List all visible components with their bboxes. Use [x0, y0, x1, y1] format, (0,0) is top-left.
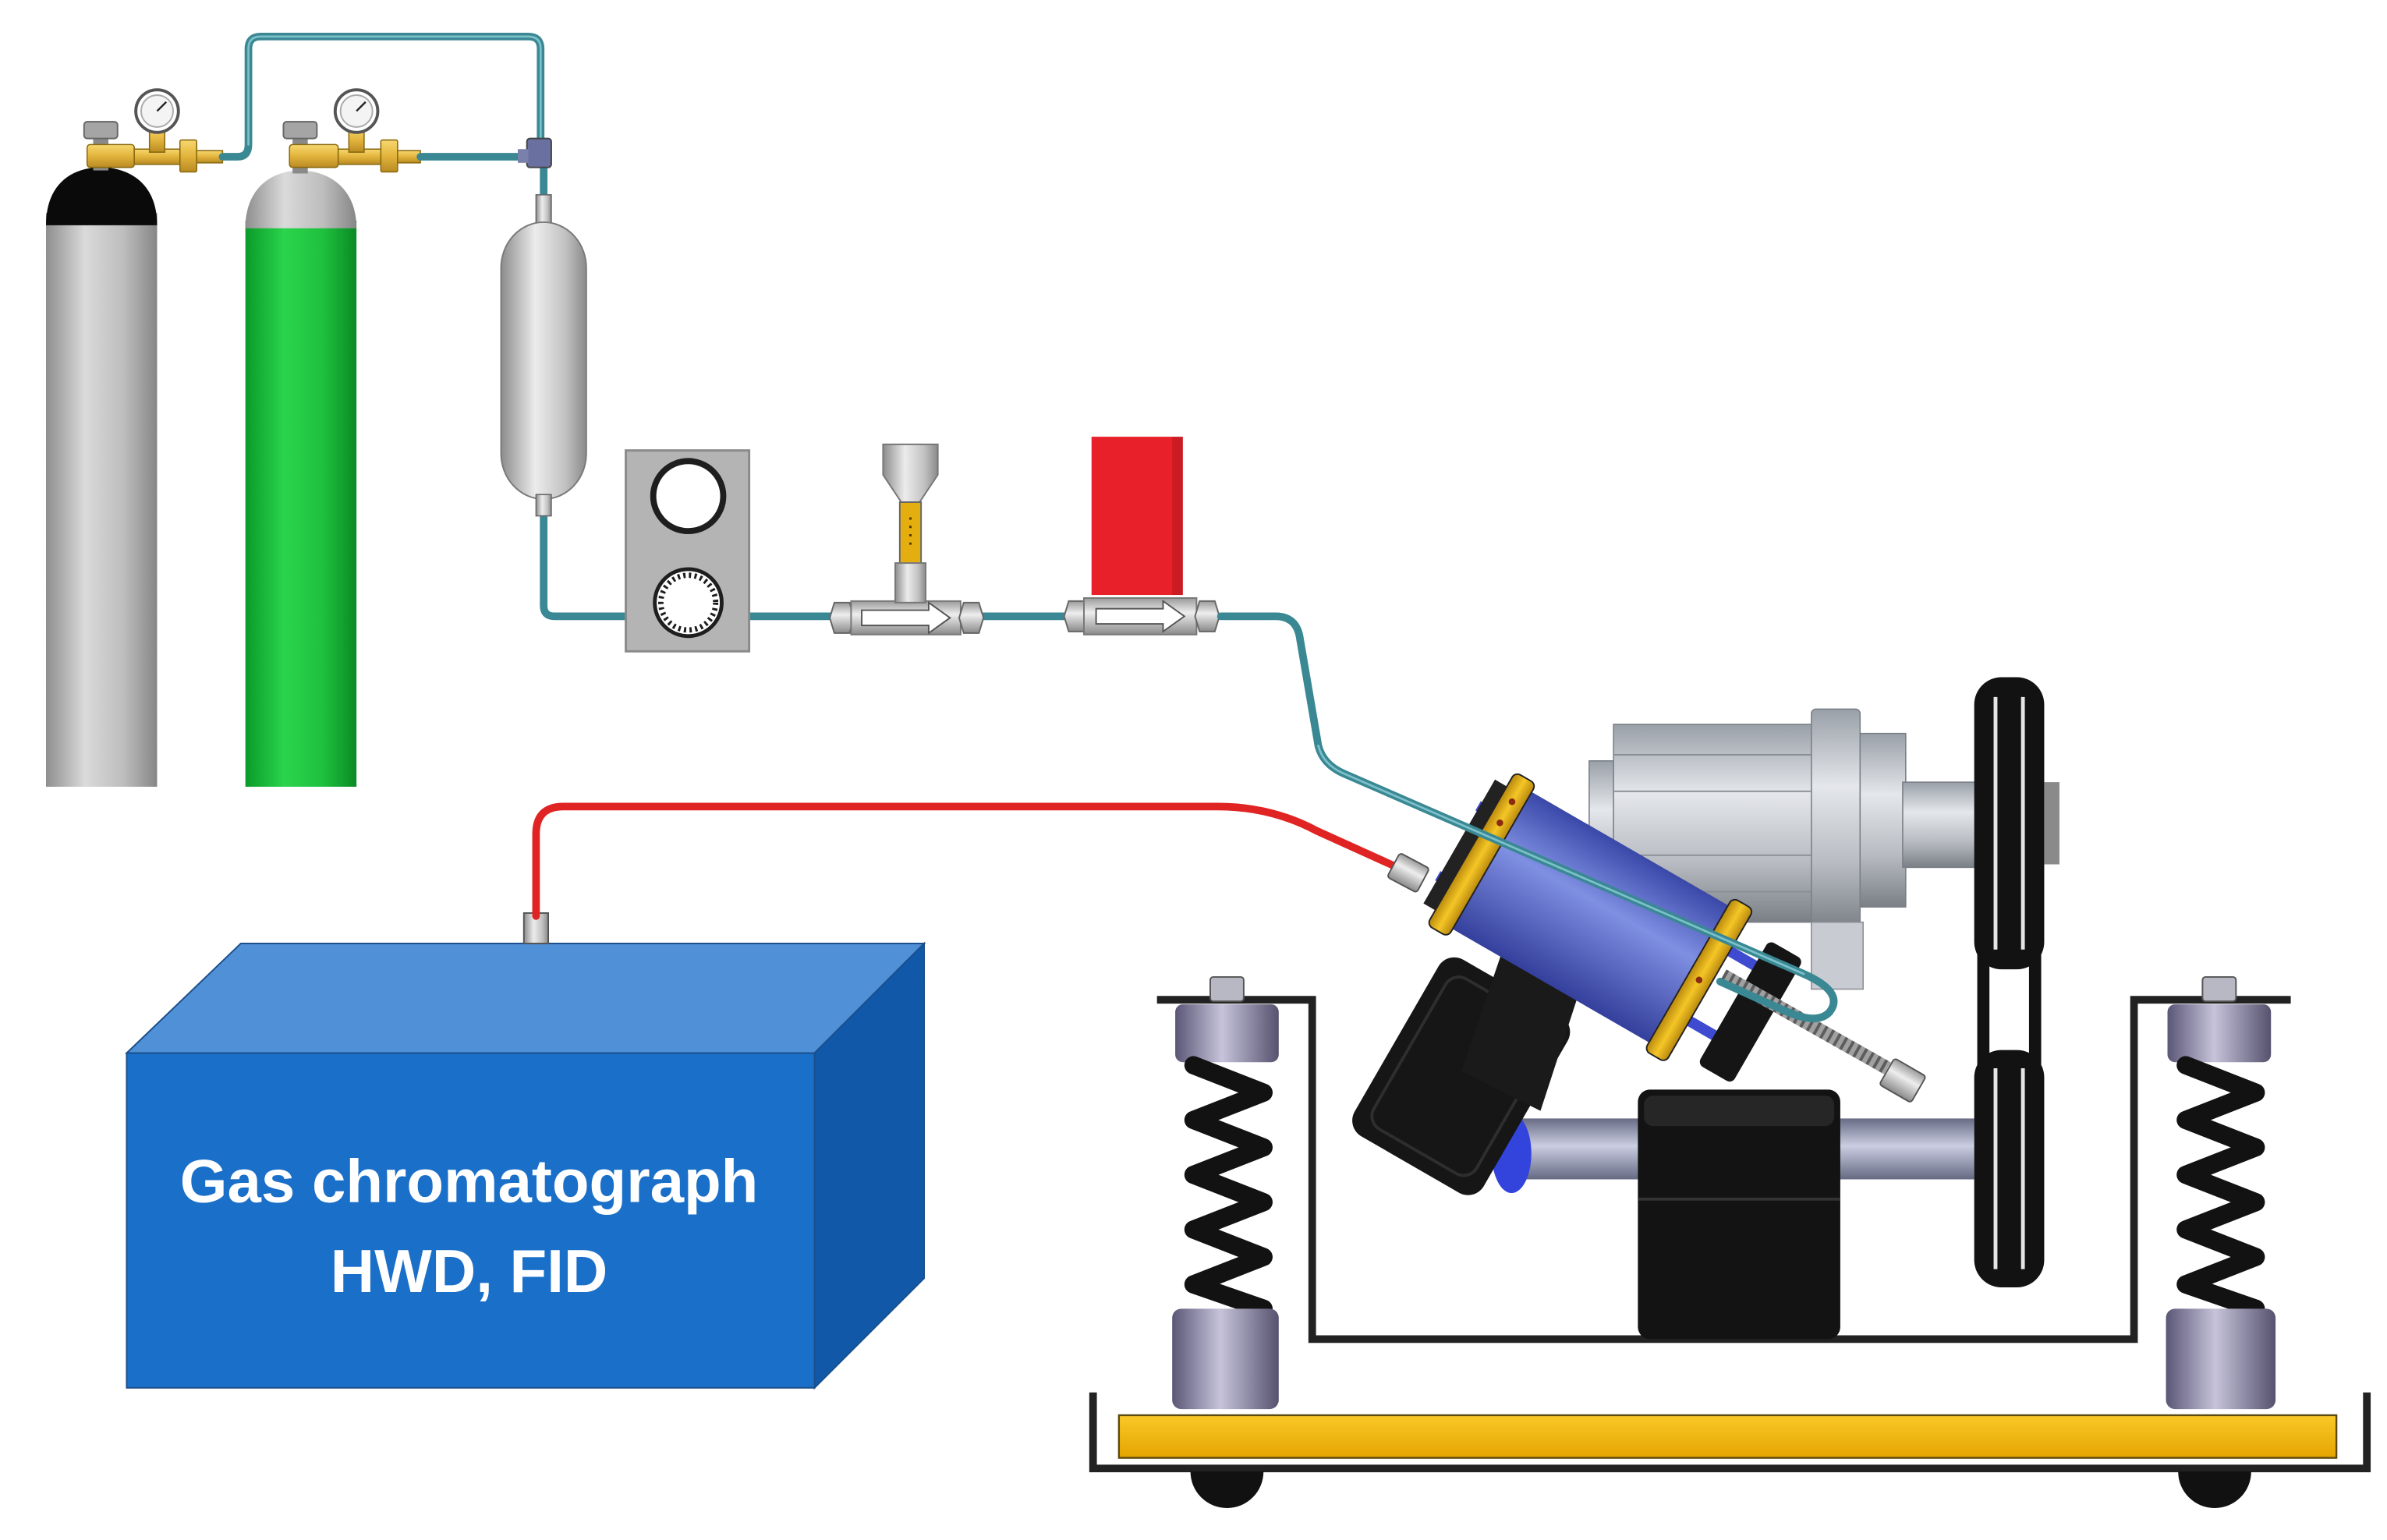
- electric-motor: [1588, 708, 1980, 990]
- mill-base: [1089, 1392, 2371, 1509]
- check-valve-2: [1063, 597, 1220, 635]
- reactor-plate: [1699, 942, 1801, 1082]
- mass-flow-controller: [1091, 437, 1183, 596]
- cylinder-1-pressure-gauge: [134, 88, 180, 134]
- panel-gauge-top: [650, 458, 727, 535]
- gas-cylinder-2: [245, 88, 421, 787]
- gc-top-face: [125, 943, 926, 1054]
- cylinder-1-body: [46, 213, 158, 787]
- tank-outlet-fitting: [535, 494, 552, 517]
- tank-inlet-fitting: [535, 194, 552, 226]
- check-valve-1: [829, 600, 985, 635]
- spring-cap-bottom: [1172, 1308, 1279, 1410]
- base-tray: [1089, 1392, 2371, 1473]
- reactor-end-cap: [1423, 779, 1507, 911]
- panel-gauge-bottom: [653, 567, 724, 639]
- spring-cap-bottom: [2166, 1308, 2276, 1410]
- gc-label-detectors: HWD, FID: [331, 1237, 607, 1305]
- gas-chromatograph: Gas chromatograph HWD, FID: [125, 941, 926, 1390]
- spring-cap-top: [2167, 1004, 2272, 1063]
- threaded-rod-nut: [1879, 1058, 1926, 1103]
- gas-line-cylinder-1: [218, 32, 545, 161]
- base-bar: [1117, 1414, 2338, 1459]
- belt-drive: [1974, 677, 2059, 1288]
- gc-front-face: [126, 1052, 816, 1389]
- wheel-left: [1190, 1471, 1264, 1509]
- motor-pulley: [1974, 677, 2059, 970]
- wheel-right: [2178, 1471, 2251, 1509]
- spring-coil: [1184, 1056, 1273, 1319]
- spring-mount-left: [1172, 975, 1279, 1410]
- gas-line-upstream: [218, 32, 1073, 621]
- gas-cylinder-1: [46, 88, 224, 787]
- spring-coil: [2176, 1056, 2265, 1319]
- cylinder-1-valve-knob: [83, 121, 119, 140]
- cylinder-2-pressure-gauge: [333, 88, 380, 134]
- sample-line-nut: [1387, 853, 1429, 893]
- spring-cap-top: [1175, 1004, 1279, 1063]
- buffer-tank: [500, 221, 587, 501]
- flow-arrow-icon: [861, 600, 951, 635]
- tee-fitting: [517, 137, 552, 168]
- gc-label-name: Gas chromatograph: [180, 1147, 759, 1216]
- shaft-pulley: [1974, 1050, 2045, 1288]
- pressure-gauge-panel: [625, 449, 751, 653]
- cylinder-2-body: [245, 220, 357, 787]
- flow-arrow-icon: [1095, 599, 1186, 633]
- cylinder-1-cap: [46, 167, 158, 225]
- cylinder-2-cap: [245, 170, 357, 228]
- belt-right: [2028, 936, 2042, 1073]
- rotameter: [882, 443, 939, 604]
- cylinder-2-regulator: [289, 127, 421, 173]
- cylinder-2-valve-knob: [282, 121, 318, 140]
- gas-line-tank-to-panel: [540, 507, 630, 621]
- threaded-rod: [1719, 969, 1891, 1074]
- bearing-block: [1638, 1089, 1840, 1340]
- sample-line: [532, 802, 1401, 920]
- reactor-flange-left: [1428, 773, 1535, 936]
- cylinder-1-regulator: [86, 127, 224, 173]
- spring-mount-right: [2166, 975, 2276, 1410]
- belt-left: [1977, 936, 1990, 1073]
